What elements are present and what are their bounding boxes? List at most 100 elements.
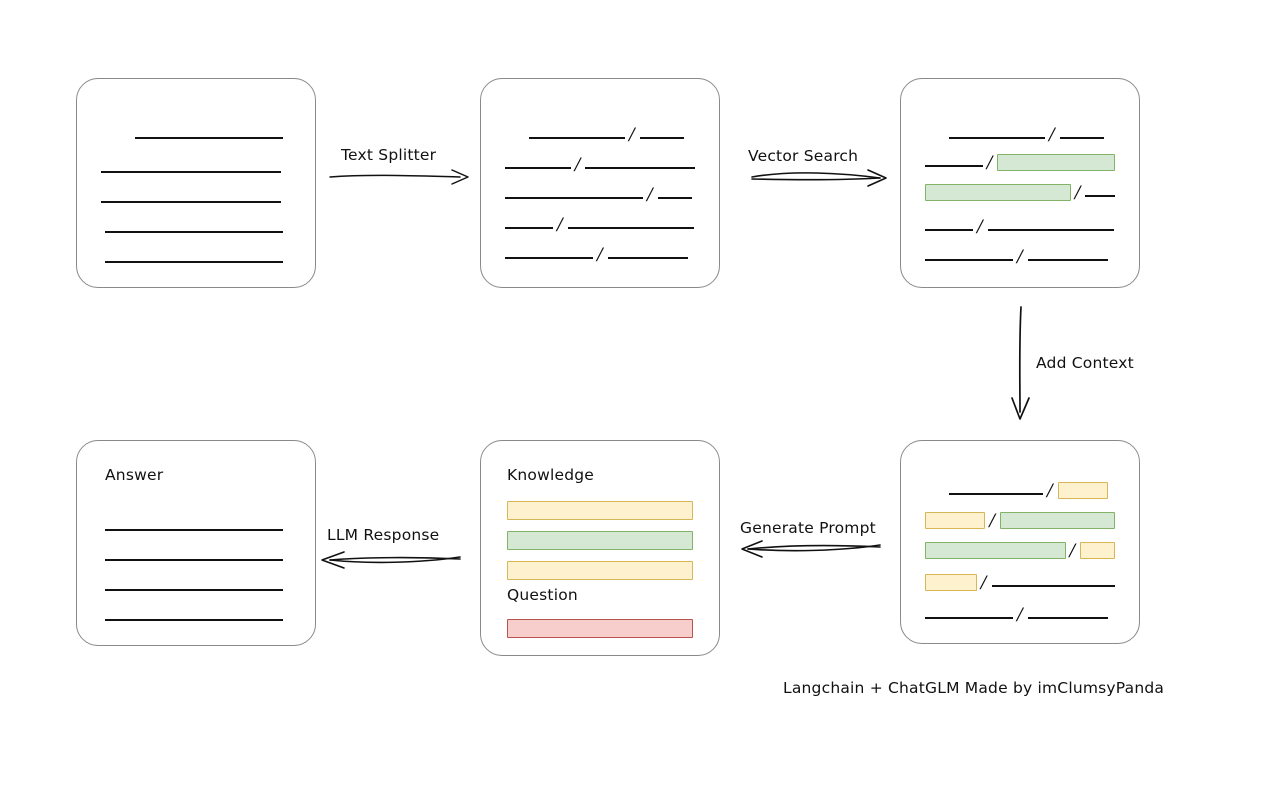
- chunk-separator-icon: /: [647, 185, 653, 205]
- arrow-text-splitter: [329, 169, 469, 185]
- edge-label-vector-search: Vector Search: [748, 147, 859, 165]
- text-segment: [991, 585, 1115, 587]
- text-segment: [135, 137, 283, 139]
- document-line: /: [481, 241, 719, 265]
- text-segment: [105, 559, 283, 561]
- document-line: [77, 215, 315, 235]
- answer-box[interactable]: Answer: [76, 440, 316, 646]
- footer-credit: Langchain + ChatGLM Made by imClumsyPand…: [783, 679, 1165, 697]
- text-segment: [505, 227, 553, 229]
- text-segment: [101, 201, 281, 203]
- text-segment: [105, 619, 283, 621]
- document-line: /: [901, 179, 1139, 203]
- source-document-lines: [77, 79, 315, 287]
- text-segment: [925, 165, 983, 167]
- text-segment: [105, 231, 283, 233]
- document-line: /: [481, 121, 719, 145]
- split-document-box[interactable]: / / / / /: [480, 78, 720, 288]
- chunk-separator-icon: /: [1017, 605, 1023, 625]
- document-line: [77, 121, 315, 141]
- edge-label-llm-response: LLM Response: [327, 526, 440, 544]
- context-document-box[interactable]: / / / / /: [900, 440, 1140, 644]
- source-document-box[interactable]: [76, 78, 316, 288]
- context-document-lines: / / / / /: [901, 441, 1139, 643]
- chunk-separator-icon: /: [980, 573, 987, 593]
- text-segment: [1085, 195, 1115, 197]
- document-line: /: [901, 601, 1139, 625]
- knowledge-heading: Knowledge: [507, 466, 595, 484]
- text-segment: [639, 137, 684, 139]
- document-line: /: [901, 149, 1139, 173]
- text-segment: [505, 197, 643, 199]
- text-segment: [105, 529, 283, 531]
- edge-label-generate-prompt: Generate Prompt: [740, 519, 876, 537]
- document-line: /: [481, 181, 719, 205]
- text-segment: [1027, 617, 1108, 619]
- document-line: [77, 155, 315, 175]
- chunk-separator-icon: /: [1074, 183, 1081, 203]
- document-line: /: [481, 211, 719, 235]
- matched-document-lines: / / / / /: [901, 79, 1139, 287]
- edge-label-add-context: Add Context: [1036, 354, 1134, 372]
- context-chunk-yellow: [1080, 542, 1115, 559]
- text-segment: [657, 197, 692, 199]
- document-line: [77, 245, 315, 265]
- edge-label-text-splitter: Text Splitter: [341, 146, 437, 164]
- question-heading: Question: [507, 586, 578, 604]
- document-line: [77, 185, 315, 205]
- text-segment: [101, 171, 281, 173]
- text-segment: [505, 257, 593, 259]
- chunk-separator-icon: /: [574, 155, 581, 175]
- answer-heading: Answer: [105, 466, 164, 484]
- knowledge-bar-green-1: [507, 531, 693, 550]
- matched-document-box[interactable]: / / / / /: [900, 78, 1140, 288]
- document-line: /: [901, 477, 1139, 501]
- text-segment: [529, 137, 625, 139]
- knowledge-bar-yellow-1: [507, 501, 693, 520]
- answer-lines: [77, 441, 315, 645]
- document-line: /: [481, 151, 719, 175]
- document-line: [77, 573, 315, 593]
- document-line: [77, 513, 315, 533]
- context-chunk-yellow: [925, 512, 986, 529]
- document-line: [77, 603, 315, 623]
- matched-chunk-green: [997, 154, 1115, 171]
- chunk-separator-icon: /: [629, 125, 635, 145]
- text-segment: [949, 493, 1043, 495]
- text-segment: [105, 589, 283, 591]
- chunk-separator-icon: /: [986, 153, 993, 173]
- text-segment: [949, 137, 1045, 139]
- document-line: /: [901, 507, 1139, 531]
- document-line: /: [901, 121, 1139, 145]
- chunk-separator-icon: /: [597, 245, 603, 265]
- document-line: [77, 543, 315, 563]
- text-segment: [925, 229, 973, 231]
- document-line: /: [901, 213, 1139, 237]
- context-chunk-yellow: [1057, 482, 1108, 499]
- chunk-separator-icon: /: [1017, 247, 1023, 267]
- arrow-generate-prompt: [741, 540, 881, 558]
- document-line: /: [901, 569, 1139, 593]
- matched-chunk-green: [925, 184, 1071, 201]
- split-document-lines: / / / / /: [481, 79, 719, 287]
- question-bar-red: [507, 619, 693, 638]
- text-segment: [585, 167, 695, 169]
- chunk-separator-icon: /: [1069, 541, 1076, 561]
- text-segment: [505, 167, 571, 169]
- chunk-separator-icon: /: [1049, 125, 1055, 145]
- chunk-separator-icon: /: [557, 215, 563, 235]
- arrow-vector-search: [751, 169, 887, 187]
- text-segment: [925, 617, 1013, 619]
- arrow-llm-response: [321, 551, 461, 569]
- chunk-separator-icon: /: [1047, 481, 1053, 501]
- chunk-separator-icon: /: [977, 217, 983, 237]
- prompt-box[interactable]: Knowledge Question: [480, 440, 720, 656]
- text-segment: [987, 229, 1114, 231]
- context-chunk-green: [1000, 512, 1115, 529]
- text-segment: [607, 257, 688, 259]
- chunk-separator-icon: /: [989, 511, 996, 531]
- text-segment: [567, 227, 694, 229]
- text-segment: [1059, 137, 1104, 139]
- text-segment: [105, 261, 283, 263]
